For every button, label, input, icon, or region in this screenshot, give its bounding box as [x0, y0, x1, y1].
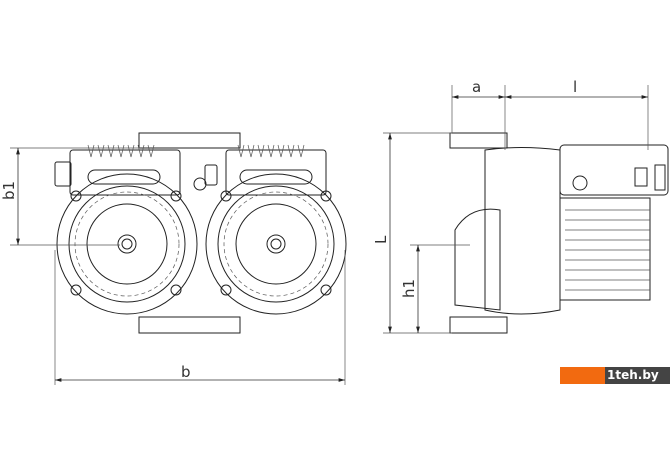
left-motor-circle — [56, 173, 198, 315]
right-motor-circle — [205, 173, 347, 315]
label-b1: b1 — [0, 181, 18, 200]
dimension-L — [383, 132, 452, 334]
dimension-a — [451, 85, 649, 150]
front-view — [54, 132, 347, 334]
dimension-b — [54, 250, 346, 385]
label-L: L — [372, 235, 390, 244]
label-a: a — [472, 78, 481, 96]
label-h1: h1 — [400, 279, 418, 298]
dimension-b1 — [10, 147, 140, 246]
watermark-logo: 1teh.by — [560, 367, 670, 384]
label-l: l — [573, 78, 577, 96]
watermark-text: 1teh.by — [605, 367, 670, 384]
side-view — [449, 132, 669, 334]
dimension-h1 — [410, 244, 470, 333]
label-b: b — [181, 363, 191, 381]
